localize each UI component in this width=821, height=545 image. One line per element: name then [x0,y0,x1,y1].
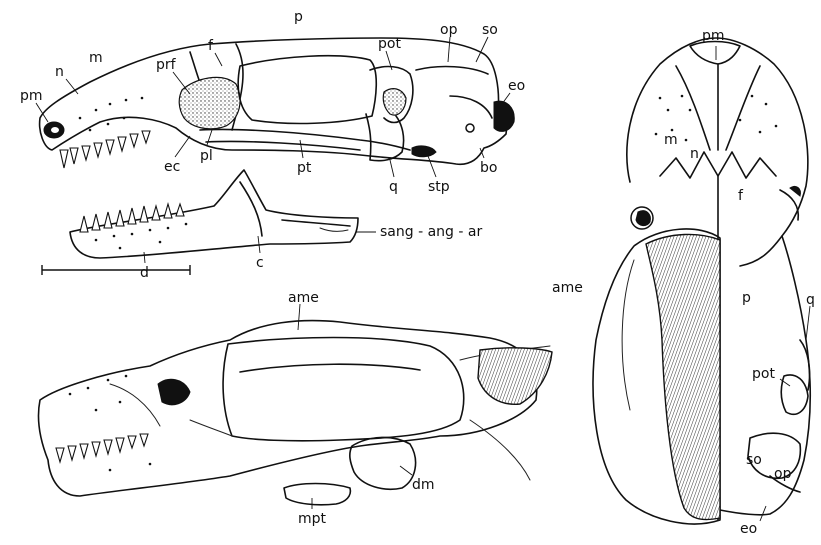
label-pt: pt [297,160,312,176]
label-ec: ec [164,159,180,175]
lower-jaw-view [42,170,358,275]
label-p: p [294,9,303,25]
label-dorsal-q: q [806,292,815,308]
label-dorsal-ame: ame [552,280,583,296]
label-c: c [256,255,264,271]
label-dorsal-m: m [664,132,678,148]
label-op: op [440,22,458,38]
skull-lateral-view [40,38,515,168]
skull-dorsal-view [593,38,810,524]
label-n: n [55,64,64,80]
label-dorsal-eo: eo [740,521,757,537]
label-dorsal-n: n [690,146,699,162]
label-stp: stp [428,179,450,195]
label-dorsal-op: op [774,466,792,482]
label-pm: pm [20,88,43,104]
label-q: q [389,179,398,195]
label-dorsal-pm: pm [702,28,725,44]
label-dorsal-so: so [746,452,762,468]
head-musculature-view [38,321,552,505]
label-dorsal-p: p [742,290,751,306]
label-dorsal-f: f [738,188,744,204]
label-d: d [140,265,149,281]
label-pot: pot [378,36,401,52]
label-bo: bo [480,160,497,176]
label-eo: eo [508,78,525,94]
label-mpt: mpt [298,511,327,527]
label-sang-ang-ar: sang - ang - ar [380,224,482,240]
label-dm: dm [412,477,435,493]
label-ame: ame [288,290,319,306]
label-m: m [89,50,103,66]
label-prf: prf [156,57,177,73]
label-so: so [482,22,498,38]
label-dorsal-pot: pot [752,366,775,382]
label-pl: pl [200,148,213,164]
label-f: f [208,38,214,54]
muscle-view-teeth [56,434,148,462]
